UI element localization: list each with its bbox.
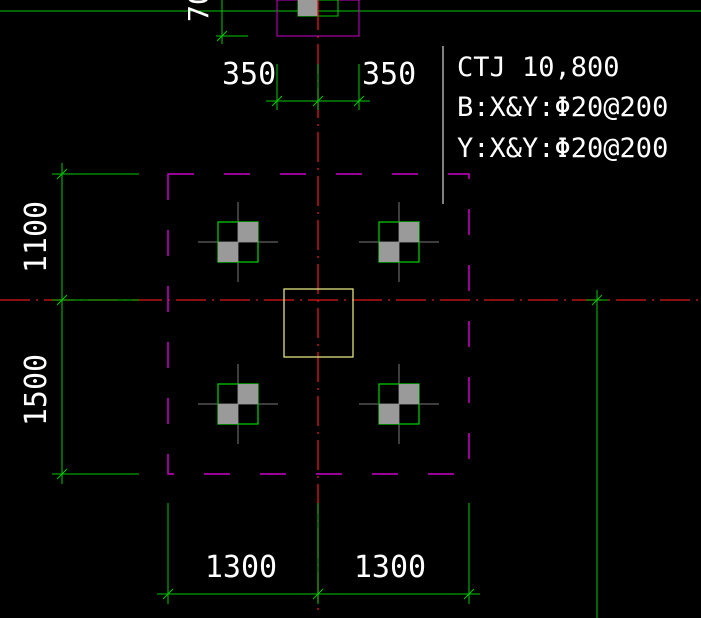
dim-1500-text: 1500 — [19, 354, 54, 426]
pile-cap — [167, 173, 470, 475]
dim-1300-left-text: 1300 — [205, 550, 277, 585]
bottom-tick-right — [463, 588, 475, 600]
right-dimension — [586, 290, 608, 618]
pile-cap-outline — [167, 173, 470, 475]
left-tick-top — [56, 168, 68, 180]
reinforcement-annotation: CTJ 10,800 B:X&Y:Φ20@200 Y:X&Y:Φ20@200 — [442, 46, 668, 204]
dim-1100-text: 1100 — [19, 201, 54, 273]
right-tick — [591, 294, 603, 306]
left-dimension: 1100 1500 — [19, 163, 139, 484]
pile-top-right — [359, 202, 439, 282]
pile-fill-upper — [399, 384, 419, 404]
pile-fill-lower — [379, 404, 399, 424]
annotation-line-2: B:X&Y:Φ20@200 — [457, 92, 668, 123]
dim-1300-right-text: 1300 — [354, 550, 426, 585]
bottom-dimension: 1300 1300 — [157, 503, 480, 604]
pile-bottom-left — [198, 364, 278, 444]
left-tick-bottom — [56, 468, 68, 480]
pile-fill-lower — [218, 242, 238, 262]
pile-bottom-right — [359, 364, 439, 444]
bottom-tick-left — [162, 588, 174, 600]
dim-350-left-text: 350 — [222, 57, 276, 92]
pile-fill-upper — [238, 222, 258, 242]
dim-350-tick-middle — [312, 95, 324, 107]
upper-pile-fill — [298, 0, 318, 16]
dim-350-tick-right — [353, 95, 365, 107]
top-dimension-350: 350 350 — [222, 57, 416, 110]
top-partial-detail: 70 — [0, 0, 701, 44]
pile-fill-lower — [379, 242, 399, 262]
upper-left-tick — [216, 30, 228, 42]
annotation-line-3: Y:X&Y:Φ20@200 — [457, 133, 668, 164]
dim-350-tick-left — [271, 95, 283, 107]
pile-top-left — [198, 202, 278, 282]
pile-fill-lower — [218, 404, 238, 424]
annotation-line-1: CTJ 10,800 — [457, 52, 620, 83]
pile-fill-upper — [399, 222, 419, 242]
pile-fill-upper — [238, 384, 258, 404]
left-tick-middle — [56, 294, 68, 306]
column-outline — [283, 288, 354, 358]
dim-350-right-text: 350 — [362, 57, 416, 92]
bottom-tick-middle — [312, 588, 324, 600]
top-partial-dimension: 70 — [182, 0, 215, 22]
